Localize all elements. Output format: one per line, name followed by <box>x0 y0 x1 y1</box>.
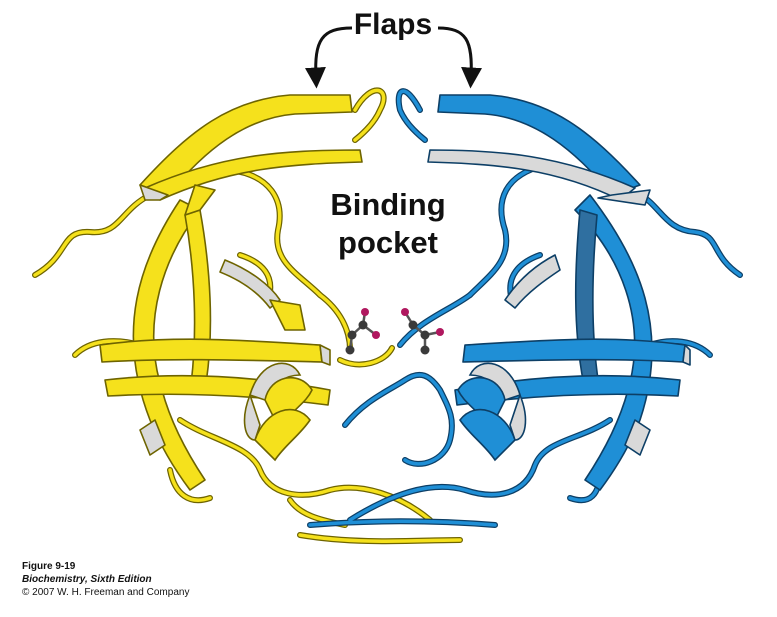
left-long-strand <box>132 199 206 491</box>
right-long-strand <box>574 194 653 491</box>
left-monomer-yellow <box>32 87 463 545</box>
left-flap-arrow <box>304 26 353 89</box>
copyright-line: © 2007 W. H. Freeman and Company <box>22 587 190 598</box>
book-title: Biochemistry, Sixth Edition <box>22 574 152 585</box>
right-flap-arrow <box>437 26 483 89</box>
figure-number: Figure 9-19 <box>22 561 76 572</box>
active-site-aspartates <box>345 308 444 355</box>
binding-label-line1: Binding <box>330 187 446 222</box>
left-lower-sheet <box>99 338 323 363</box>
binding-pocket-label: Binding pocket <box>308 186 468 262</box>
flaps-label: Flaps <box>353 8 433 41</box>
left-helix <box>243 362 313 462</box>
right-lower-sheet <box>462 338 686 363</box>
right-monomer-blue <box>307 88 743 528</box>
right-helix <box>457 362 527 462</box>
flaps-arrows <box>304 26 483 89</box>
binding-label-line2: pocket <box>338 225 438 260</box>
